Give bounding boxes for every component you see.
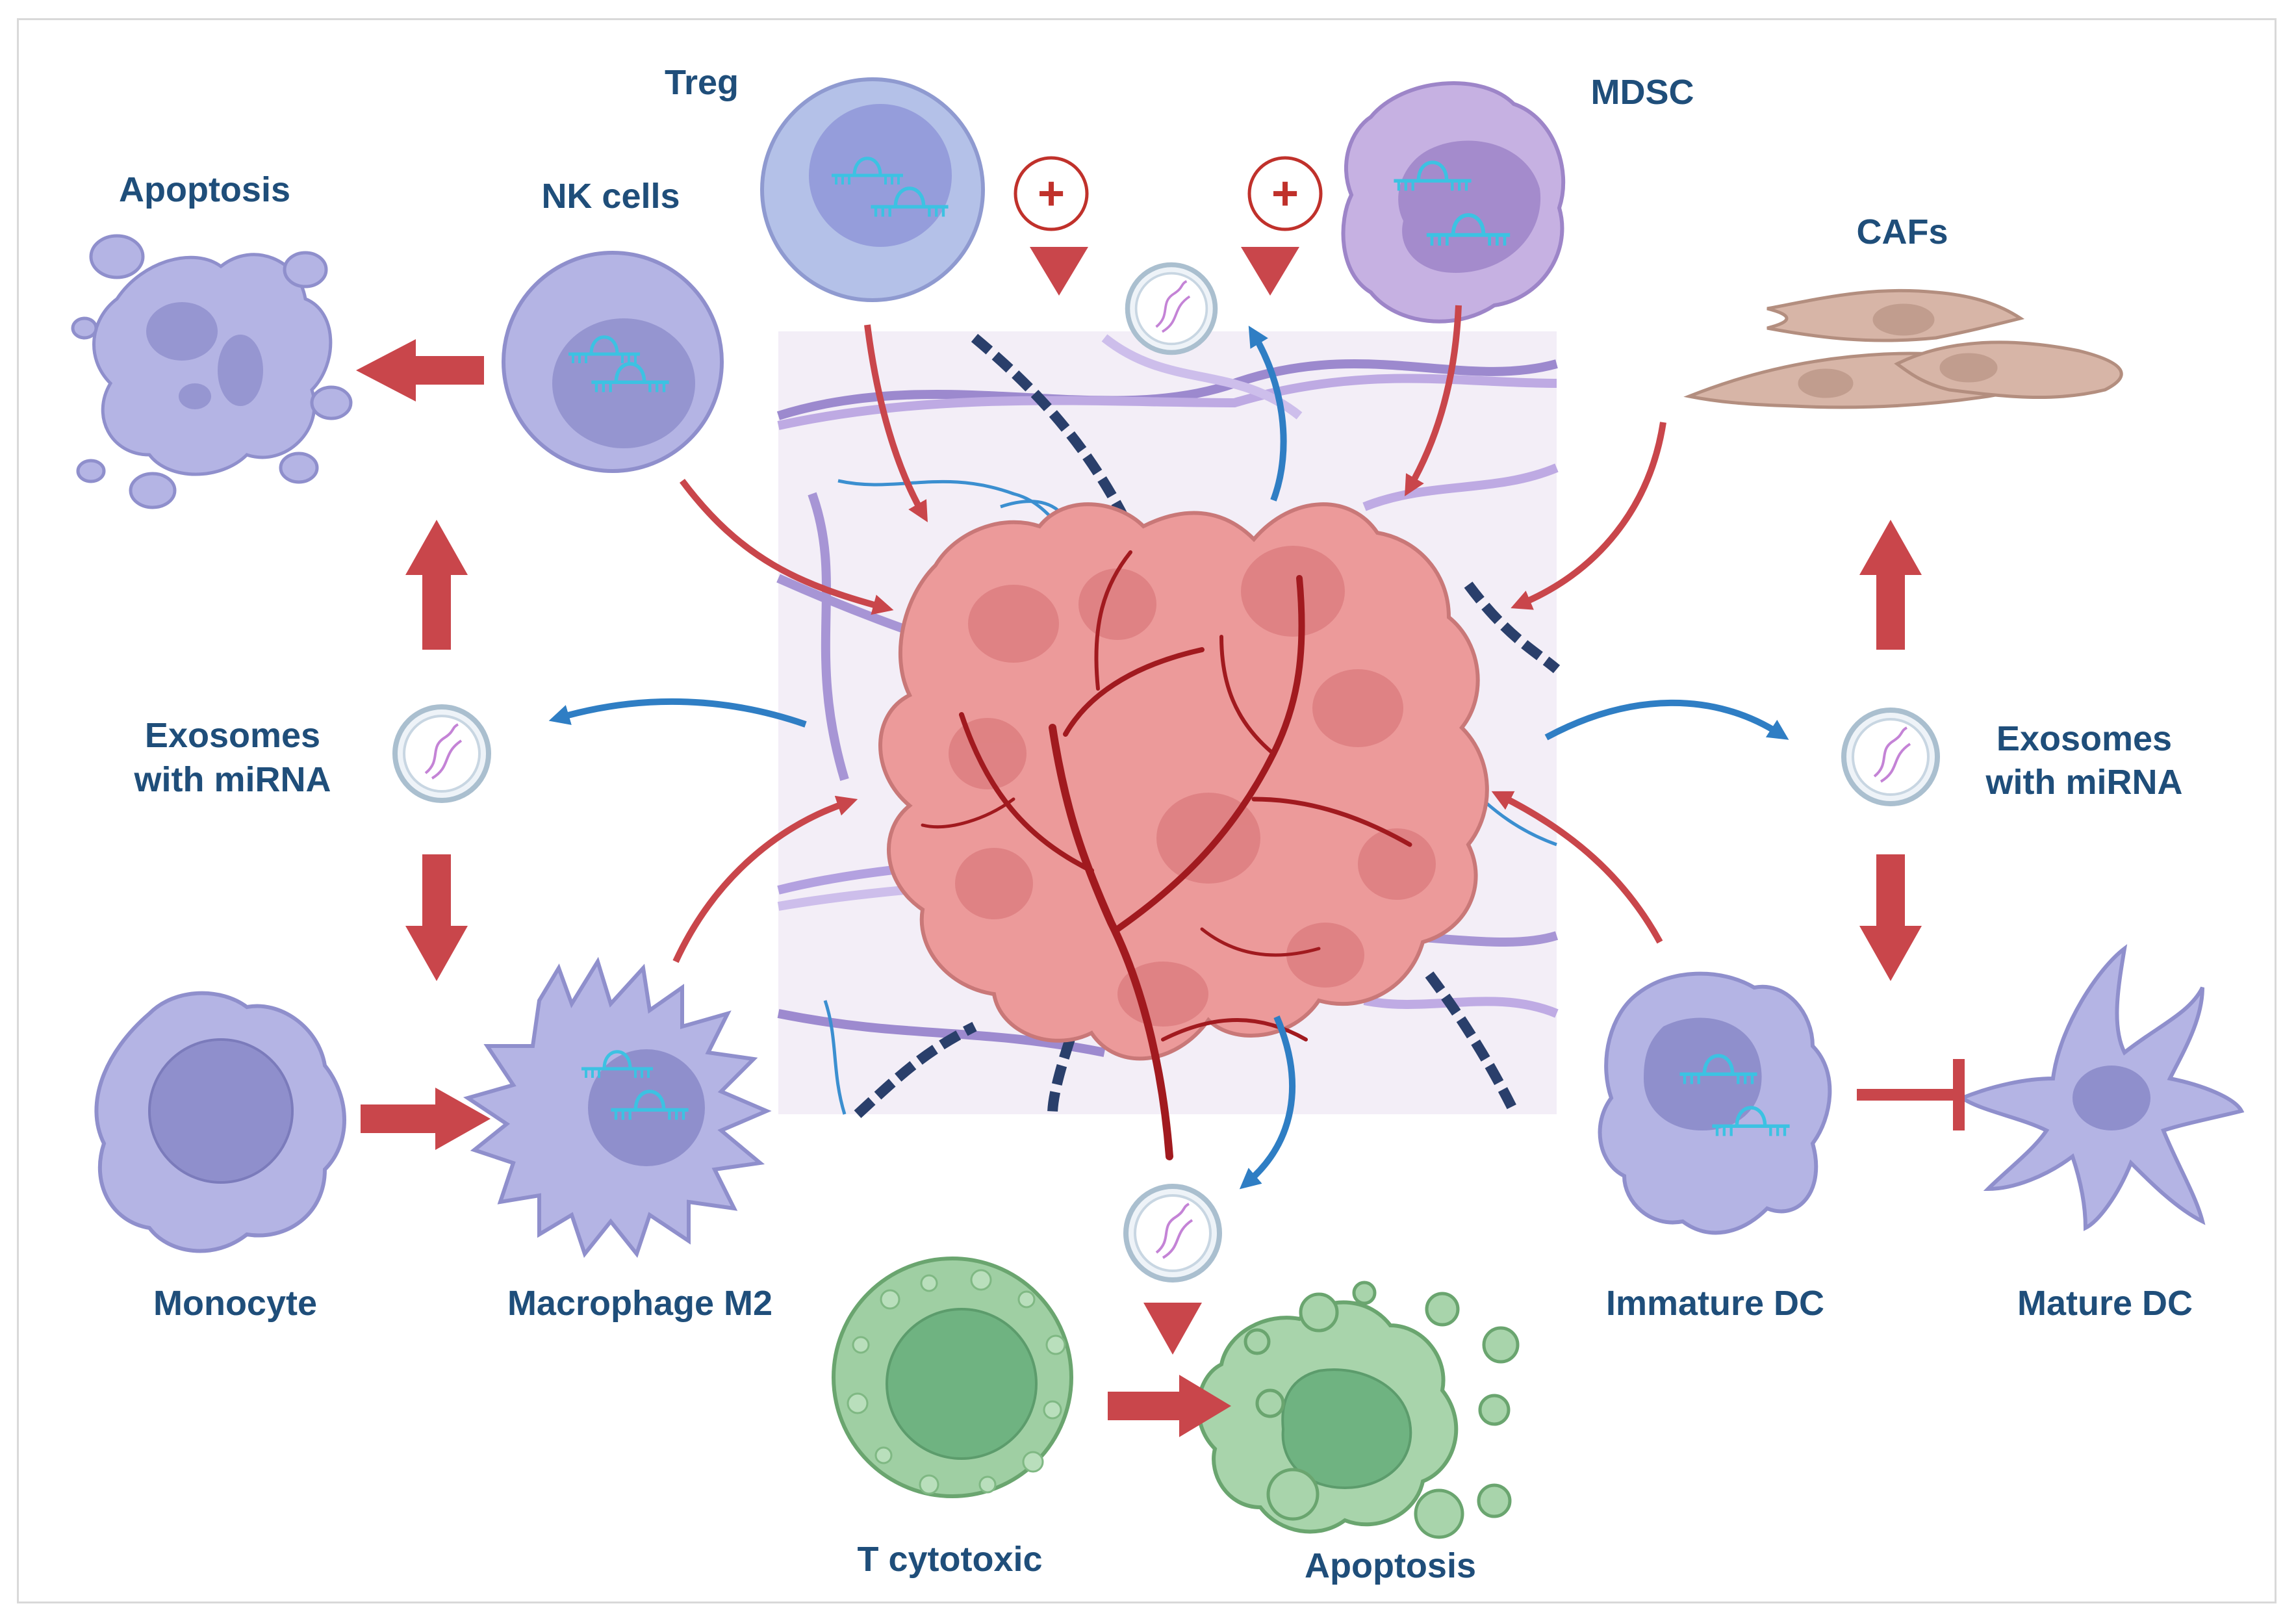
vesicle-icon <box>1128 265 1216 353</box>
plus-icon: + <box>1247 156 1323 231</box>
label-apoptosis-bottom: Apoptosis <box>1305 1546 1476 1585</box>
plus-icon: + <box>1014 156 1089 231</box>
nk-cell <box>502 251 724 473</box>
svg-text:+: + <box>1038 168 1065 220</box>
arrow-tumor-to-exosome-left <box>548 698 807 728</box>
label-monocyte: Monocyte <box>153 1284 317 1323</box>
arrow-monocyte-to-macrophage <box>361 1088 491 1150</box>
caf-cells <box>1683 288 2123 409</box>
apoptotic-cell-bottom <box>1196 1281 1520 1539</box>
arrow-exosome-to-macrophage <box>405 854 468 981</box>
collagen-fiber-icon <box>776 334 1559 1057</box>
arrow-immature-dc-to-tumor <box>1491 791 1663 944</box>
label-cafs: CAFs <box>1856 212 1948 251</box>
label-mdsc: MDSC <box>1591 73 1694 112</box>
mature-dc-cell <box>1958 944 2245 1231</box>
label-mature-dc: Mature DC <box>2017 1284 2193 1323</box>
arrow-treg-to-tumor <box>864 324 928 522</box>
vesicle-icon <box>395 707 489 800</box>
arrow-cafs-to-tumor <box>1511 422 1666 610</box>
svg-text:+: + <box>1271 168 1299 220</box>
arrow-nk-to-apoptosis <box>356 339 484 402</box>
arrow-tumor-to-exosome-right <box>1544 699 1789 741</box>
label-exosomes-left-sub: with miRNA <box>134 760 331 799</box>
immature-dc-cell <box>1598 971 1832 1235</box>
inhibition-arrow <box>1857 1059 1965 1130</box>
arrow-exosome-to-nk <box>405 520 468 650</box>
label-exosomes-left: Exosomes <box>145 716 320 755</box>
tumor-cluster <box>878 502 1489 1160</box>
arrow-tumor-to-exosome-top <box>1248 325 1287 502</box>
label-exosomes-right-sub: with miRNA <box>1985 763 2183 802</box>
label-immature-dc: Immature DC <box>1606 1284 1824 1323</box>
t-cytotoxic-cell <box>832 1257 1073 1498</box>
arrow-exosome-to-cafs <box>1859 520 1922 650</box>
label-macrophage-m2: Macrophage M2 <box>507 1284 772 1323</box>
arrow-macrophage-to-tumor <box>672 795 858 964</box>
triangle-marker <box>1241 247 1299 296</box>
apoptotic-cell-top <box>71 234 353 509</box>
label-treg: Treg <box>665 63 739 102</box>
curved-red-arrows <box>672 305 1666 964</box>
arrow-exosome-to-mature-dc <box>1859 854 1922 981</box>
label-exosomes-right: Exosomes <box>1996 719 2172 758</box>
label-t-cytotoxic: T cytotoxic <box>857 1540 1042 1579</box>
labels: Treg MDSC NK cells Apoptosis CAFs Exosom… <box>119 63 2193 1585</box>
treg-cell <box>760 77 985 302</box>
label-apoptosis-top: Apoptosis <box>119 170 290 209</box>
arrow-tcell-to-apoptosis <box>1108 1375 1231 1437</box>
macrophage-m2-cell <box>463 956 772 1258</box>
label-nk-cells: NK cells <box>541 177 680 216</box>
triangle-marker <box>1143 1303 1202 1355</box>
red-arrows <box>356 339 1922 1437</box>
vesicle-icon <box>1126 1186 1219 1280</box>
triangle-marker <box>1030 247 1088 296</box>
figure-frame <box>17 18 2277 1603</box>
arrow-tumor-to-exosome-bottom <box>1239 1015 1295 1190</box>
arrow-mdsc-to-tumor <box>1405 305 1462 496</box>
vesicle-icon <box>1844 710 1937 804</box>
curved-blue-arrows <box>548 325 1789 1190</box>
monocyte-cell <box>94 991 346 1253</box>
mdsc-cell <box>1341 81 1566 324</box>
blood-vessel-icon <box>921 550 1412 1160</box>
arrow-nk-to-tumor <box>680 478 894 615</box>
